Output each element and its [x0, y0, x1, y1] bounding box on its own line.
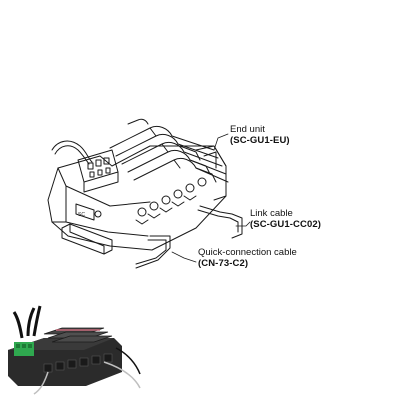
link-cable-name: Link cable: [250, 208, 293, 219]
end-unit-code-text: SC-GU1-EU: [233, 135, 287, 146]
end-unit-name: End unit: [230, 124, 265, 135]
quick-cable-code-text: CN-73-C2: [201, 258, 245, 269]
link-cable-code-text: SC-GU1-CC02: [253, 219, 318, 230]
connector-nuts: [135, 177, 207, 225]
top-cable: [51, 140, 93, 163]
quick-cable-name: Quick-connection cable: [198, 247, 297, 258]
end-unit-label: End unit (SC-GU1-EU): [230, 124, 290, 146]
quick-connection-cable: [135, 235, 171, 269]
leader-quick-cable: [171, 251, 197, 263]
link-cable-label: Link cable (SC-GU1-CC02): [250, 208, 321, 230]
amplifier-modules: [109, 118, 229, 183]
quick-cable-code: (CN-73-C2): [198, 258, 249, 269]
link-cable: [199, 205, 243, 239]
end-unit-code: (SC-GU1-EU): [230, 135, 290, 146]
leader-link-cable: [235, 221, 251, 227]
link-cable-code: (SC-GU1-CC02): [250, 219, 321, 230]
end-unit: [195, 145, 227, 201]
amplifier-unit-photo: [8, 305, 141, 395]
quick-cable-label: Quick-connection cable (CN-73-C2): [198, 247, 297, 269]
svg-text:SC: SC: [78, 212, 85, 218]
leader-end-unit: [213, 133, 229, 151]
